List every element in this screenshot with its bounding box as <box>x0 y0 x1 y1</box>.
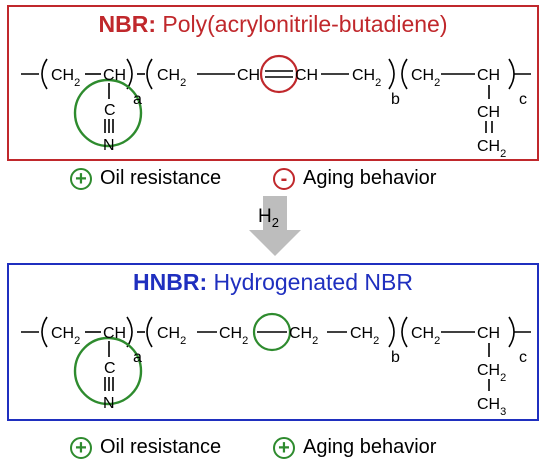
hnbr-title-name: Hydrogenated NBR <box>213 269 413 295</box>
reaction-arrow <box>249 196 301 256</box>
nbr-bracket-b-open <box>146 58 153 90</box>
nbr-title: NBR: Poly(acrylonitrile-butadiene) <box>9 11 537 38</box>
hnbr-label-b2: CH2 <box>219 325 248 347</box>
nbr-label-c1: CH2 <box>411 67 440 89</box>
nbr-label-b4: CH2 <box>352 67 381 89</box>
hnbr-note-oil: + Oil resistance <box>70 436 221 459</box>
nbr-label-nitrile-n: N <box>103 137 115 154</box>
nbr-sub-a: a <box>133 91 142 108</box>
hnbr-sub-b: b <box>391 349 400 366</box>
hnbr-bracket-b-open <box>146 316 153 348</box>
nbr-note-aging: - Aging behavior <box>273 167 436 190</box>
hnbr-structure: CH2 CH CH2 CH2 CH2 CH2 CH2 CH CH2 CH3 C … <box>21 312 531 418</box>
hnbr-bracket-c-close <box>508 316 515 348</box>
nbr-note-aging-label: Aging behavior <box>303 167 437 189</box>
nbr-label-nitrile-c: C <box>104 102 116 119</box>
plus-icon: + <box>70 167 92 190</box>
reagent-text: H2 <box>258 206 279 230</box>
hnbr-label-a1: CH2 <box>51 325 80 347</box>
nbr-label-b2: CH <box>237 67 260 84</box>
hnbr-label-c2: CH <box>477 325 500 342</box>
hnbr-label-b1: CH2 <box>157 325 186 347</box>
nbr-bracket-c-close <box>508 58 515 90</box>
hnbr-note-oil-sign: + <box>75 436 87 459</box>
nbr-label-a2: CH <box>103 67 126 84</box>
hnbr-bracket-c-open <box>401 316 408 348</box>
hnbr-note-aging-label: Aging behavior <box>303 436 437 458</box>
nbr-label-b1: CH2 <box>157 67 186 89</box>
nbr-title-name: Poly(acrylonitrile-butadiene) <box>162 11 448 37</box>
minus-icon: - <box>273 167 295 190</box>
nbr-label-a1: CH2 <box>51 67 80 89</box>
reagent-label: H2 <box>258 206 279 230</box>
nbr-label-c4: CH2 <box>477 138 506 159</box>
nbr-title-abbr: NBR: <box>98 11 157 37</box>
nbr-bracket-a-open <box>41 58 48 90</box>
hnbr-title: HNBR: Hydrogenated NBR <box>9 269 537 296</box>
nbr-nitrile-circle <box>73 78 143 148</box>
nbr-sub-c: c <box>519 91 527 108</box>
nbr-structure: CH2 CH CH2 CH CH CH2 CH2 CH CH CH2 C N a… <box>21 54 531 159</box>
nbr-bracket-b-close <box>388 58 395 90</box>
hnbr-label-c4: CH3 <box>477 396 506 418</box>
arrow-down-icon <box>249 196 301 256</box>
hnbr-label-b4: CH2 <box>350 325 379 347</box>
nbr-note-aging-sign: - <box>280 167 288 190</box>
hnbr-sub-a: a <box>133 349 142 366</box>
hnbr-note-aging-sign: + <box>278 436 290 459</box>
nbr-bracket-c-open <box>401 58 408 90</box>
hnbr-bracket-a-close <box>126 316 133 348</box>
hnbr-label-c3: CH2 <box>477 362 506 384</box>
hnbr-label-nitrile-n: N <box>103 395 115 412</box>
hnbr-title-abbr: HNBR: <box>133 269 208 295</box>
hnbr-label-a2: CH <box>103 325 126 342</box>
nbr-note-oil: + Oil resistance <box>70 167 221 190</box>
hnbr-note-aging: + Aging behavior <box>273 436 436 459</box>
nbr-label-b3: CH <box>295 67 318 84</box>
hnbr-bracket-a-open <box>41 316 48 348</box>
plus-icon: + <box>70 436 92 459</box>
plus-icon: + <box>273 436 295 459</box>
nbr-panel: NBR: Poly(acrylonitrile-butadiene) <box>7 5 539 161</box>
nbr-label-c2: CH <box>477 67 500 84</box>
nbr-double-bond-circle <box>259 54 299 94</box>
hnbr-note-oil-label: Oil resistance <box>100 436 222 458</box>
nbr-label-c3: CH <box>477 104 500 121</box>
hnbr-bracket-b-close <box>388 316 395 348</box>
nbr-sub-b: b <box>391 91 400 108</box>
nbr-note-oil-label: Oil resistance <box>100 167 222 189</box>
nbr-bracket-a-close <box>126 58 133 90</box>
hnbr-nitrile-circle <box>73 336 143 406</box>
hnbr-label-b3: CH2 <box>289 325 318 347</box>
hnbr-label-nitrile-c: C <box>104 360 116 377</box>
nbr-note-oil-sign: + <box>75 167 87 190</box>
hnbr-sub-c: c <box>519 349 527 366</box>
hnbr-single-bond-circle <box>252 312 292 352</box>
hnbr-panel: HNBR: Hydrogenated NBR <box>7 263 539 421</box>
hnbr-label-c1: CH2 <box>411 325 440 347</box>
